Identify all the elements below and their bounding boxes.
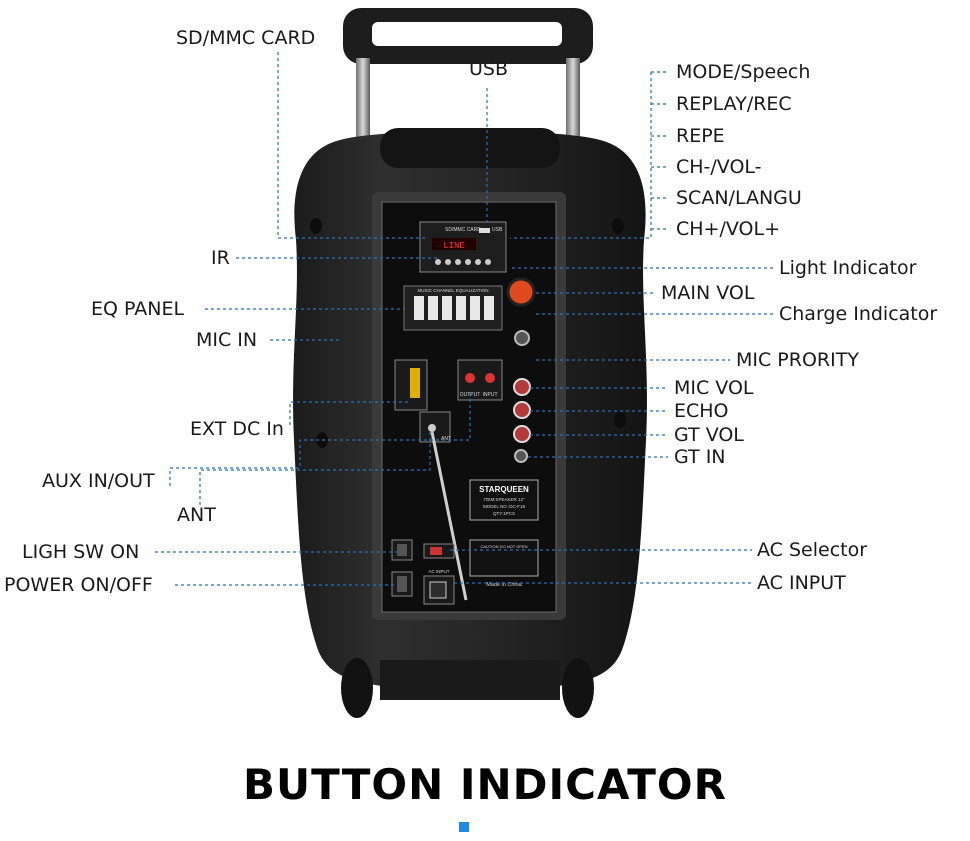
input-text: INPUT — [483, 392, 498, 398]
leader-lines — [155, 52, 773, 586]
label-eq-panel: EQ PANEL — [91, 298, 185, 320]
item-text: ITEM:SPEAKER 12" — [483, 497, 525, 502]
label-mic-vol: MIC VOL — [674, 377, 754, 399]
model-text: MODEL NO.:DC-F18 — [483, 504, 526, 509]
label-echo: ECHO — [674, 400, 729, 422]
label-power-on-off: POWER ON/OFF — [4, 574, 153, 596]
ac-input-panel-text: AC INPUT — [428, 569, 449, 574]
label-repe: REPE — [676, 125, 725, 147]
label-scan-langu: SCAN/LANGU — [676, 187, 802, 209]
label-ant: ANT — [177, 504, 216, 526]
label-usb: USB — [469, 58, 509, 80]
panel-sd-card-text: SD/MMC CARD — [445, 227, 481, 233]
caution-text: CAUTION DO NOT OPEN — [480, 544, 527, 549]
accent-square — [459, 822, 469, 832]
label-mic-in: MIC IN — [196, 329, 258, 351]
label-ir: IR — [211, 247, 230, 269]
label-ac-input: AC INPUT — [757, 572, 846, 594]
label-ac-selector: AC Selector — [757, 539, 868, 561]
qty-text: QTY:1PCS — [493, 511, 515, 516]
label-ligh-sw-on: LIGH SW ON — [22, 541, 140, 563]
label-mic-prority: MIC PRORITY — [736, 349, 859, 371]
eq-title-text: MUSIC CHANNEL EQUALIZATION — [417, 288, 488, 293]
label-ext-dc-in: EXT DC In — [190, 418, 284, 440]
panel-usb-text: USB — [492, 227, 503, 233]
label-light-indicator: Light Indicator — [779, 257, 917, 279]
label-gt-in: GT IN — [674, 446, 726, 468]
made-in-text: Made in China — [486, 582, 522, 588]
label-ch-minus-vol-minus: CH-/VOL- — [676, 156, 762, 178]
label-main-vol: MAIN VOL — [661, 282, 755, 304]
page-title: BUTTON INDICATOR — [243, 760, 727, 809]
label-gt-vol: GT VOL — [674, 424, 744, 446]
label-sd-mmc-card: SD/MMC CARD — [176, 27, 316, 49]
ant-text: ANT — [441, 436, 451, 442]
label-aux-in-out: AUX IN/OUT — [42, 470, 155, 492]
control-panel: LINE SD/MMC CARD USB MUSIC CHANNEL EQUAL… — [372, 192, 566, 620]
led-display-text: LINE — [443, 241, 465, 251]
label-mode-speech: MODE/Speech — [676, 61, 811, 83]
label-replay-rec: REPLAY/REC — [676, 93, 792, 115]
brand-text: STARQUEEN — [479, 485, 529, 494]
label-ch-plus-vol-plus: CH+/VOL+ — [676, 218, 780, 240]
label-charge-indicator: Charge Indicator — [779, 303, 938, 325]
